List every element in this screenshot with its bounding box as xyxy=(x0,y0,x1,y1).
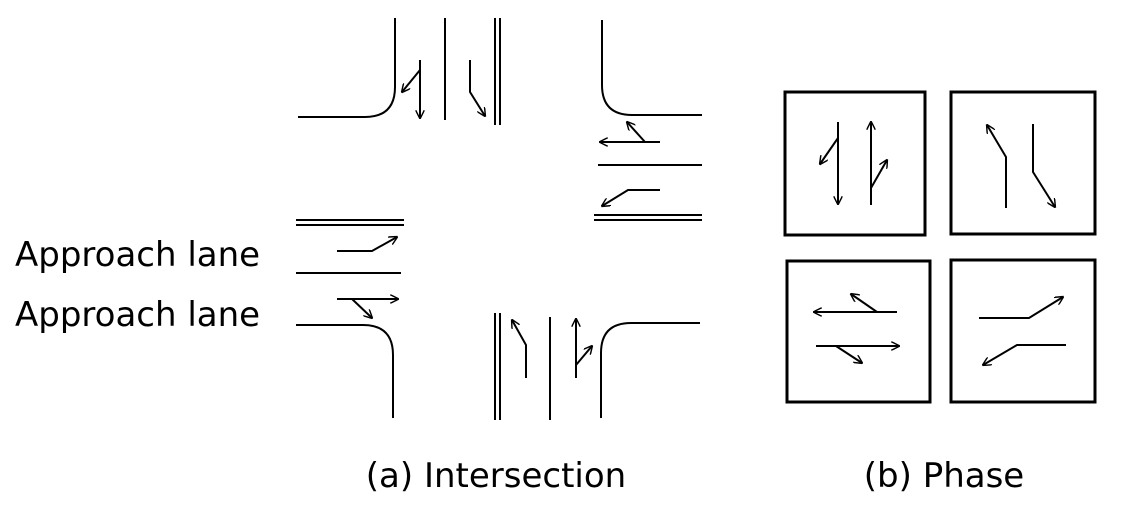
north-lane-arrows xyxy=(402,60,485,118)
arrow-left-turn-icon xyxy=(337,237,397,252)
east-lane-arrows xyxy=(600,122,660,206)
north-road xyxy=(298,18,702,125)
arrow-left-turn-icon xyxy=(987,125,1007,208)
intersection-diagram xyxy=(296,18,702,420)
west-lane-arrows xyxy=(337,237,398,318)
arrow-left-turn-icon xyxy=(402,69,421,92)
arrow-right-turn-icon xyxy=(469,60,485,116)
phase-box-ns-left xyxy=(949,90,1097,236)
arrow-right-turn-icon xyxy=(627,122,646,143)
arrow-left-turn-icon xyxy=(602,189,660,206)
arrow-right-turn-icon xyxy=(575,346,592,366)
south-road xyxy=(494,313,700,420)
phase-box-ew-left xyxy=(949,258,1097,404)
approach-lane-label-2: Approach lane xyxy=(15,295,260,335)
caption-phase: (b) Phase xyxy=(864,456,1024,496)
phase-box-ew-through xyxy=(785,259,932,404)
arrow-right-turn-icon xyxy=(835,345,862,363)
arrow-right-turn-icon xyxy=(870,160,887,189)
arrow-right-turn-icon xyxy=(820,137,839,164)
phase-diagram xyxy=(783,90,1097,404)
arrow-right-turn-icon xyxy=(351,298,372,318)
phase-box-ns-through xyxy=(783,90,927,237)
arrow-left-turn-icon xyxy=(512,320,527,378)
arrow-right-turn-icon xyxy=(851,294,878,313)
south-lane-arrows xyxy=(512,319,592,378)
caption-intersection: (a) Intersection xyxy=(366,456,626,496)
east-road xyxy=(594,164,702,221)
approach-lane-label-1: Approach lane xyxy=(15,235,260,275)
arrow-left-turn-icon xyxy=(979,297,1063,319)
arrow-left-turn-icon xyxy=(1032,124,1055,207)
arrow-left-turn-icon xyxy=(983,344,1066,365)
west-road xyxy=(296,219,404,418)
